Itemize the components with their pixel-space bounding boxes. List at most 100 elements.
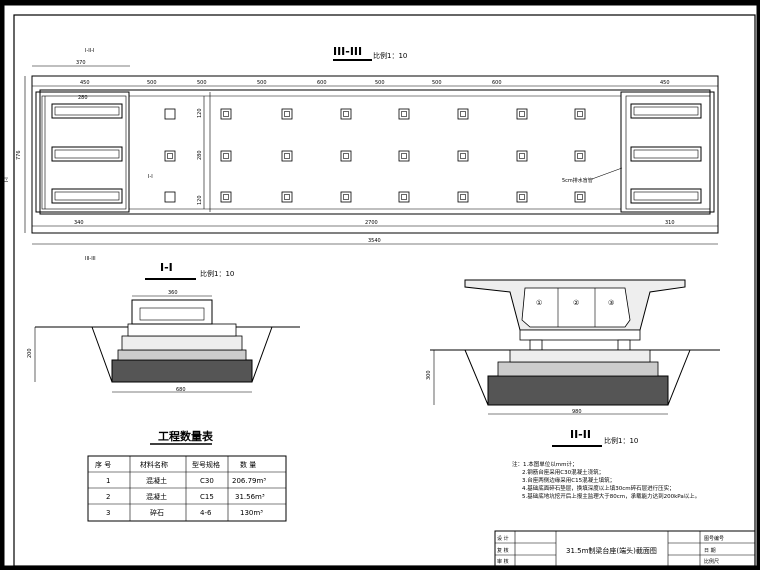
box-cell-3: ③ bbox=[608, 299, 614, 307]
table-cell-0-3: 206.79m³ bbox=[232, 477, 266, 485]
anchor-bolt-core bbox=[223, 111, 229, 117]
anchor-bolt bbox=[516, 150, 528, 162]
anchor-bolt-core bbox=[401, 111, 407, 117]
table-title: 工程数量表 bbox=[158, 429, 214, 443]
anchor-bolt bbox=[516, 108, 528, 120]
dim-plan-side-3: 120 bbox=[197, 195, 203, 205]
table-cell-1-2: C15 bbox=[200, 493, 214, 501]
anchor-bolt bbox=[220, 150, 232, 162]
dim-plan-top-4: 500 bbox=[257, 80, 267, 86]
anchor-bolt bbox=[574, 150, 586, 162]
anchor-bolt-core bbox=[577, 153, 583, 159]
label-pipe: 5cm排水盲管 bbox=[562, 177, 593, 184]
table-cell-2-2: 4-6 bbox=[200, 509, 212, 517]
anchor-bolt bbox=[398, 150, 410, 162]
anchor-bolt-core bbox=[401, 194, 407, 200]
section-2: ① ② ③ 980 300 II-II 比例1：10 bbox=[426, 279, 720, 447]
table-cell-0-2: C30 bbox=[200, 477, 214, 485]
note-4: 5.基础底地坑挖开后上报主监理大于80cm，承载能力达到200kPa以上。 bbox=[522, 492, 700, 500]
right-grooves bbox=[630, 103, 702, 204]
dim-sec1-side: 200 bbox=[27, 348, 33, 358]
dim-plan-side-0: 776 bbox=[16, 150, 22, 160]
anchor-bolt bbox=[340, 191, 352, 203]
table-cell-0-0: 1 bbox=[106, 477, 110, 485]
anchor-bolt bbox=[457, 108, 469, 120]
anchor-bolt-core bbox=[519, 111, 525, 117]
note-0: 注：1.本图单位以mm计； bbox=[512, 460, 577, 468]
anchor-bolt-core bbox=[577, 194, 583, 200]
anchor-bolt-core bbox=[284, 153, 290, 159]
anchor-bolt-core bbox=[460, 194, 466, 200]
dim-plan-inner: 280 bbox=[78, 95, 88, 101]
gravel-layer-1 bbox=[111, 359, 253, 383]
sec2-title: II-II bbox=[570, 428, 591, 441]
tb-left-0: 设 计 bbox=[497, 535, 509, 542]
tb-left-1: 复 核 bbox=[497, 547, 509, 554]
table-cell-2-0: 3 bbox=[106, 509, 110, 517]
anchor-bolt bbox=[164, 191, 176, 203]
anchor-bolt-core bbox=[460, 153, 466, 159]
anchor-bolt bbox=[281, 150, 293, 162]
anchor-bolt-core bbox=[343, 111, 349, 117]
dim-plan-top-0: 370 bbox=[76, 60, 86, 66]
anchor-bolt bbox=[220, 191, 232, 203]
anchor-bolt-core bbox=[519, 153, 525, 159]
sec1-scale: 比例1：10 bbox=[200, 269, 234, 278]
anchor-bolt bbox=[281, 108, 293, 120]
note-1: 2.钢筋台座采用C30混凝土浇筑； bbox=[522, 468, 604, 476]
dim-sec1-top: 360 bbox=[168, 290, 178, 296]
plan-view: III-III 比例1：10 I-II-I III-III I-I 370 45… bbox=[4, 45, 719, 262]
label-left-top: I-II-I bbox=[85, 48, 95, 54]
gravel-layer-2 bbox=[487, 375, 669, 406]
anchor-bolt bbox=[516, 191, 528, 203]
sec2-scale: 比例1：10 bbox=[604, 436, 638, 445]
table-cell-1-3: 31.56m³ bbox=[235, 493, 265, 501]
anchor-bolt-core bbox=[343, 194, 349, 200]
dim-sec2-side: 300 bbox=[426, 370, 432, 380]
dim-plan-bottom-2: 310 bbox=[665, 220, 675, 226]
dim-sec2-bottom: 980 bbox=[572, 409, 582, 415]
title-block: 设 计 复 核 审 核 31.5m制梁台座(端头)截面图 图号编号 日 期 比例… bbox=[494, 530, 756, 567]
dim-plan-total: 3540 bbox=[368, 238, 381, 244]
label-mid: I-I bbox=[148, 174, 153, 180]
anchor-bolt bbox=[340, 108, 352, 120]
dim-plan-top-3: 500 bbox=[197, 80, 207, 86]
table-header-1: 材料名称 bbox=[140, 460, 168, 469]
anchor-bolt bbox=[281, 191, 293, 203]
dim-plan-side-1: 120 bbox=[197, 108, 203, 118]
anchor-bolt bbox=[457, 191, 469, 203]
anchor-bolt-core bbox=[343, 153, 349, 159]
section-1: I-I 比例1：10 360 680 200 bbox=[27, 261, 300, 393]
anchor-bolt-core bbox=[401, 153, 407, 159]
tb-right-0: 图号编号 bbox=[704, 535, 724, 542]
anchor-bolt bbox=[164, 150, 176, 162]
note-2: 3.台座两侧边缘采用C15混凝土填筑； bbox=[522, 476, 615, 484]
tb-right-2: 比例尺 bbox=[704, 558, 719, 565]
anchor-bolt bbox=[574, 108, 586, 120]
dim-plan-top-9: 450 bbox=[660, 80, 670, 86]
label-left-side: I-I bbox=[4, 177, 10, 182]
dim-plan-top-5: 600 bbox=[317, 80, 327, 86]
table-header-3: 数 量 bbox=[240, 460, 256, 469]
anchor-bolt-core bbox=[577, 111, 583, 117]
table-cell-2-3: 130m³ bbox=[240, 509, 263, 517]
table-cell-2-1: 碎石 bbox=[150, 508, 164, 517]
table-header-2: 型号规格 bbox=[192, 460, 220, 469]
tb-title: 31.5m制梁台座(端头)截面图 bbox=[566, 546, 657, 555]
tb-left-2: 审 核 bbox=[497, 558, 509, 565]
table-header-0: 序 号 bbox=[95, 460, 111, 469]
anchor-bolt-core bbox=[284, 111, 290, 117]
left-grooves bbox=[51, 103, 123, 204]
anchor-bolt-core bbox=[284, 194, 290, 200]
box-cell-1: ① bbox=[536, 299, 542, 307]
plan-scale: 比例1：10 bbox=[373, 51, 407, 60]
plan-title: III-III bbox=[333, 45, 362, 58]
tb-right-1: 日 期 bbox=[704, 548, 716, 554]
sheet-frame bbox=[13, 14, 756, 567]
note-3: 4.基础底面碎石垫层，换填深度以上填30cm碎石层进行压实； bbox=[522, 484, 675, 492]
quantity-table: 工程数量表 序 号 材料名称 型号规格 数 量 1 混凝土 C30 206.79… bbox=[87, 429, 287, 522]
dim-sec1-bottom: 680 bbox=[176, 387, 186, 393]
dim-plan-top-1: 450 bbox=[80, 80, 90, 86]
dim-plan-top-8: 600 bbox=[492, 80, 502, 86]
